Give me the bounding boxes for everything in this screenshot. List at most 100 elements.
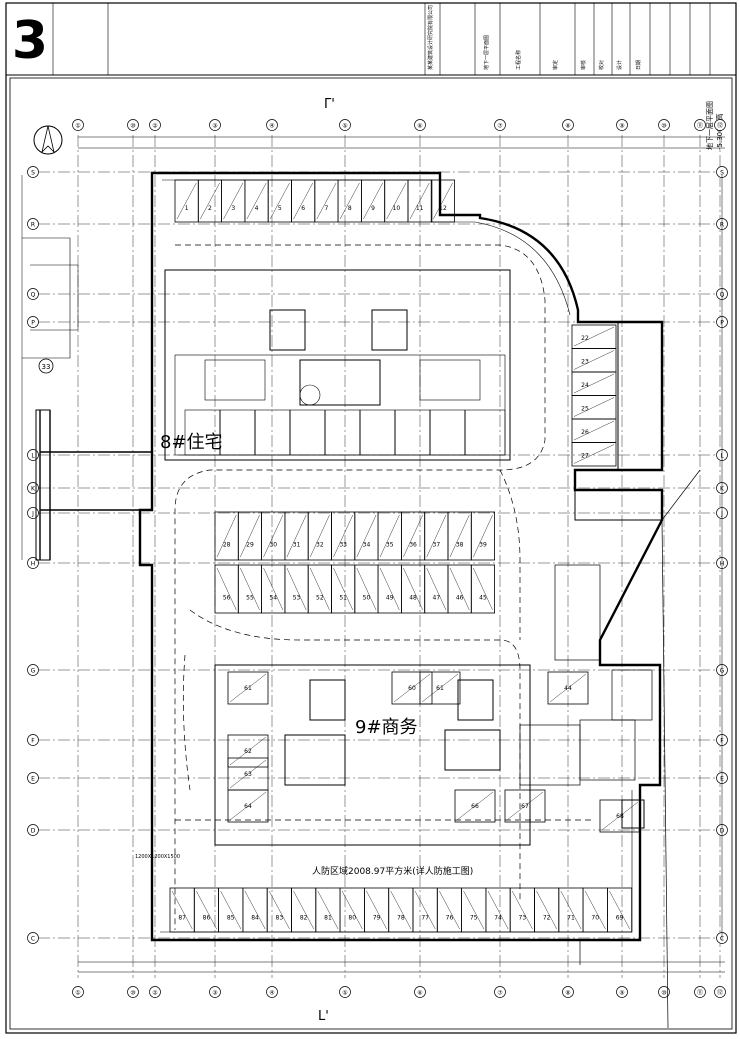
stall-number: 45 bbox=[479, 595, 487, 602]
stall-marking bbox=[573, 444, 615, 464]
axis-bubble bbox=[658, 119, 670, 131]
axis-bubble bbox=[714, 986, 726, 998]
stall-number: 84 bbox=[251, 915, 259, 922]
stall-number: 23 bbox=[581, 359, 589, 366]
parking-stall bbox=[430, 179, 455, 223]
callout-33-text: 33 bbox=[42, 363, 51, 371]
stall-number: 36 bbox=[409, 542, 417, 549]
stall-marking bbox=[403, 567, 423, 611]
stall-marking bbox=[286, 514, 307, 558]
axis-bubble-label: ⑩ bbox=[661, 990, 666, 997]
stall-number: 12 bbox=[439, 205, 447, 212]
stall-marking bbox=[573, 397, 615, 417]
stall-number: 5 bbox=[278, 205, 282, 212]
axis-bubble-label: ② bbox=[152, 123, 158, 130]
stall-marking bbox=[560, 890, 582, 930]
title-note: 某某建筑设计研究院有限公司 bbox=[427, 5, 434, 70]
title-block-notes: 某某建筑设计研究院有限公司地下一层平面图工程名称审定审核校对设计日期 bbox=[427, 5, 642, 70]
stall-number: 81 bbox=[324, 915, 332, 922]
equipment-room bbox=[554, 321, 663, 661]
axis-bubble-label: ⑩ bbox=[661, 123, 666, 130]
stall-marking bbox=[366, 890, 387, 930]
stall-number: 32 bbox=[316, 542, 324, 549]
stall-marking bbox=[573, 373, 615, 394]
stall-number: 11 bbox=[416, 205, 424, 212]
parking-stall bbox=[571, 324, 617, 349]
stall-number: 61 bbox=[436, 685, 444, 692]
parking-stall bbox=[419, 671, 461, 705]
stall-marking bbox=[506, 791, 544, 821]
axis-bubble-label: ⑨ bbox=[619, 123, 624, 130]
stall-marking bbox=[409, 182, 430, 220]
stall-number: 62 bbox=[244, 748, 252, 755]
stall-marking bbox=[310, 514, 330, 558]
stall-number: 28 bbox=[223, 542, 231, 549]
axis-bubble-label: F bbox=[720, 738, 724, 745]
stall-number: 44 bbox=[564, 685, 572, 692]
axis-bubble bbox=[27, 166, 39, 178]
stall-number: 26 bbox=[581, 429, 589, 436]
stall-number: 55 bbox=[246, 595, 254, 602]
dimension-note: 1200X1200X1500 bbox=[135, 854, 180, 860]
stall-marking bbox=[341, 890, 363, 930]
parking-stall bbox=[607, 887, 633, 933]
stall-marking bbox=[171, 890, 193, 930]
stall-number: 8 bbox=[348, 205, 352, 212]
stall-number: 52 bbox=[316, 595, 324, 602]
stall-marking bbox=[549, 673, 587, 703]
stall-marking bbox=[421, 673, 459, 703]
stall-number: 2 bbox=[208, 205, 212, 212]
axis-bubble-label: ⑫ bbox=[717, 989, 723, 997]
axis-bubble bbox=[27, 218, 39, 230]
stall-marking bbox=[487, 890, 509, 930]
stall-marking bbox=[310, 567, 330, 611]
axis-bubble-label: D bbox=[31, 828, 36, 835]
axis-bubble-label: L bbox=[31, 453, 35, 460]
title-note: 地下一层平面图 bbox=[483, 35, 490, 70]
stall-number: 67 bbox=[521, 803, 529, 810]
stall-marking bbox=[426, 567, 447, 611]
stall-number: 70 bbox=[591, 915, 599, 922]
axis-bubble-label: J bbox=[720, 511, 723, 518]
stall-number: 10 bbox=[393, 205, 401, 212]
axis-bubble bbox=[149, 119, 161, 131]
stall-marking bbox=[379, 567, 400, 611]
axis-bubble-label: S bbox=[31, 170, 35, 177]
callout-33: 33 bbox=[38, 358, 54, 374]
stall-marking bbox=[229, 736, 267, 766]
side-title-line1: 地下一层平面图 bbox=[705, 101, 714, 150]
stall-marking bbox=[433, 182, 453, 220]
stall-number: 73 bbox=[519, 915, 527, 922]
axis-bubble-label: F bbox=[31, 738, 35, 745]
leader-lines bbox=[579, 469, 701, 1029]
stall-marking bbox=[317, 890, 339, 930]
stall-marking bbox=[573, 350, 615, 370]
stall-number: 85 bbox=[227, 915, 235, 922]
axis-bubble-label: ⑩ bbox=[130, 123, 135, 130]
stall-marking bbox=[200, 182, 220, 220]
stall-marking bbox=[220, 890, 242, 930]
stall-marking bbox=[216, 514, 237, 558]
parking-stall bbox=[571, 371, 617, 396]
axis-bubble bbox=[694, 119, 706, 131]
stall-marking bbox=[240, 514, 260, 558]
stall-marking bbox=[316, 182, 337, 220]
axis-bubble-label: K bbox=[31, 486, 36, 493]
stall-marking bbox=[269, 890, 290, 930]
parking-stall bbox=[571, 418, 617, 443]
side-title: 地下一层平面图 -5.300标高 bbox=[705, 101, 724, 150]
stall-number: 74 bbox=[494, 915, 502, 922]
axis-bubble-label: ③ bbox=[212, 123, 217, 130]
axis-bubble-label: ⑧ bbox=[565, 990, 570, 997]
parking-stall bbox=[571, 395, 617, 420]
stall-marking bbox=[196, 890, 217, 930]
building-outline bbox=[22, 171, 664, 942]
axis-bubble-label: ⑧ bbox=[565, 123, 570, 130]
axis-bubble-label: ③ bbox=[212, 990, 217, 997]
civil-defense-note: 人防区域2008.97平方米(详人防施工图) bbox=[312, 865, 473, 877]
stall-marking bbox=[512, 890, 533, 930]
stall-marking bbox=[390, 890, 412, 930]
axis-bubble bbox=[414, 986, 426, 998]
